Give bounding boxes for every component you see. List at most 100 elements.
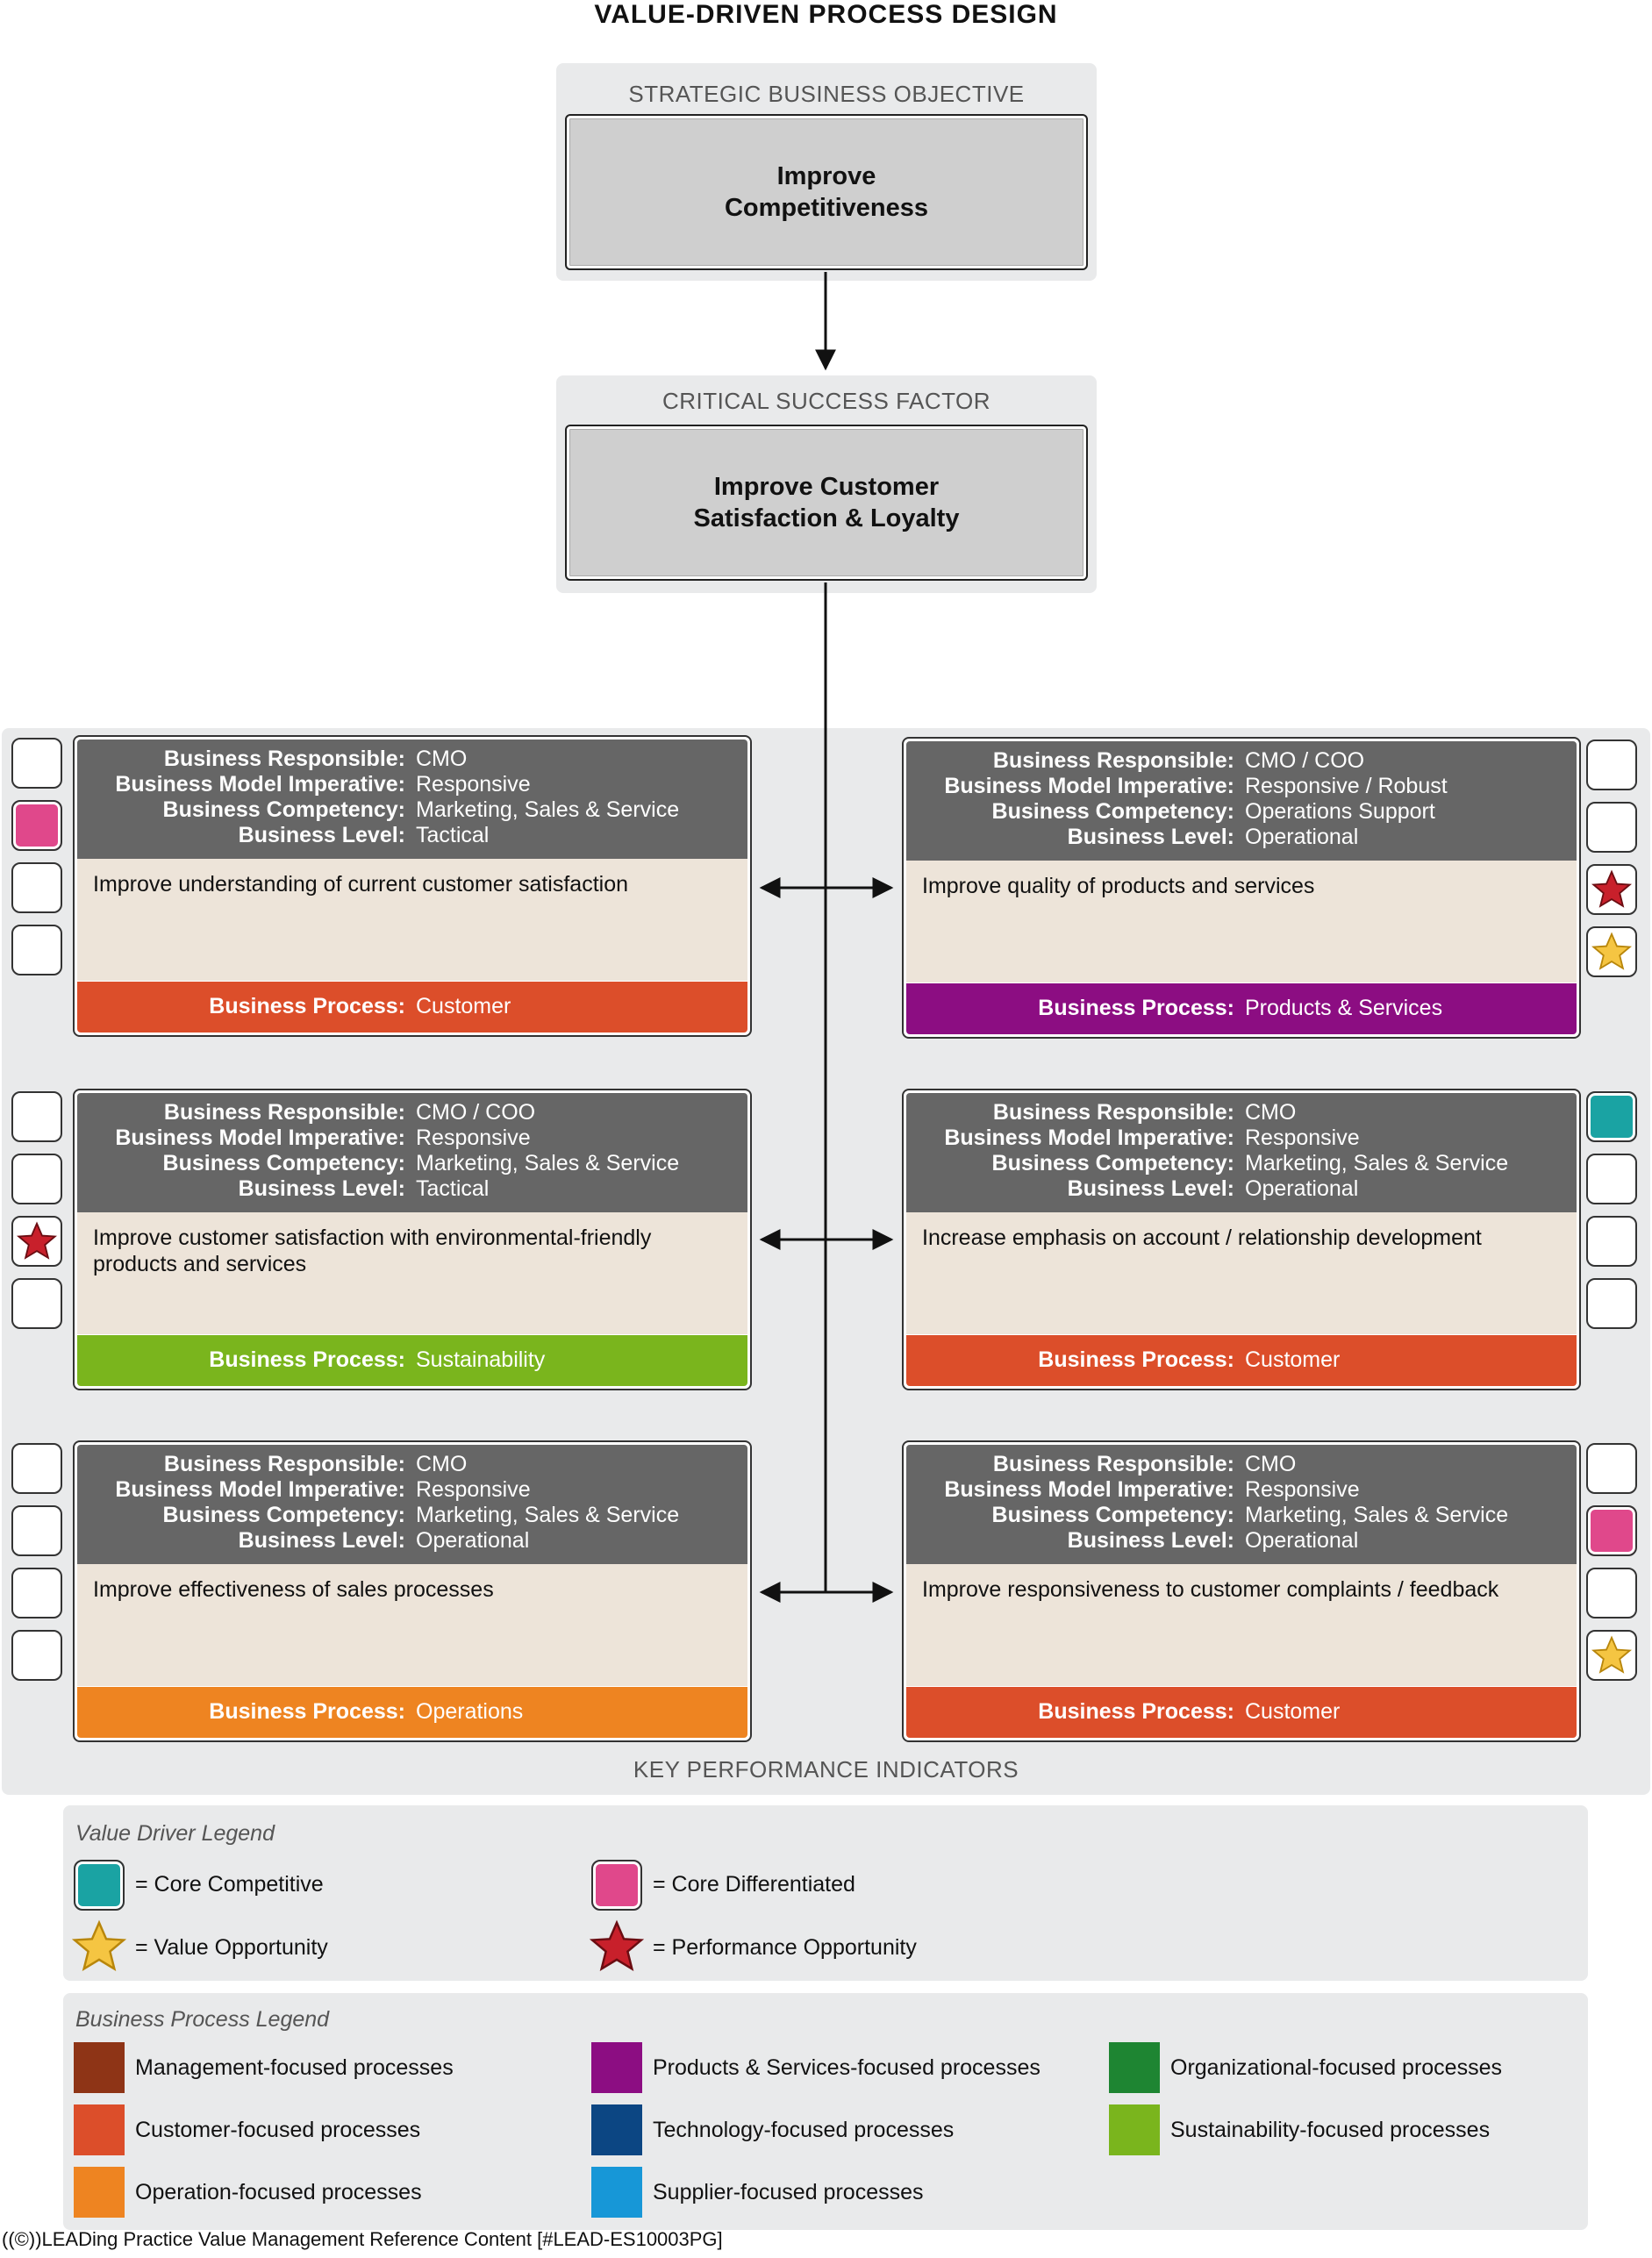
card-field-value: Marketing, Sales & Service bbox=[416, 797, 680, 822]
value-opportunity-icon bbox=[1586, 926, 1637, 977]
card-field-label: Business Model Imperative: bbox=[115, 772, 405, 797]
card-body: Improve responsiveness to customer compl… bbox=[906, 1564, 1577, 1686]
process-legend-swatch bbox=[74, 2167, 125, 2218]
kpi-box bbox=[1586, 802, 1637, 853]
process-legend-label: Sustainability-focused processes bbox=[1170, 2118, 1491, 2142]
card-field-value: Marketing, Sales & Service bbox=[1245, 1503, 1509, 1527]
business-process-value: Customer bbox=[1245, 1699, 1341, 1724]
process-legend-label: Organizational-focused processes bbox=[1170, 2055, 1502, 2080]
card-field-competency: Business Competency: Operations Support bbox=[906, 799, 1435, 825]
card-field-value: Tactical bbox=[416, 823, 490, 847]
process-legend-swatch bbox=[591, 2167, 642, 2218]
card-field-level: Business Level:Tactical bbox=[77, 823, 490, 848]
card-field-label: Business Level: bbox=[1067, 1528, 1234, 1553]
process-legend-swatch bbox=[1109, 2042, 1160, 2093]
card-field-level: Business Level:Operational bbox=[77, 1528, 530, 1554]
card-field-level: Business Level:Tactical bbox=[77, 1176, 490, 1202]
card-field-competency: Business Competency:Marketing, Sales & S… bbox=[77, 797, 680, 823]
process-legend-label: Management-focused processes bbox=[135, 2055, 454, 2080]
performance-opportunity-label: = Performance Opportunity bbox=[653, 1935, 917, 1960]
process-legend-swatch bbox=[591, 2104, 642, 2155]
process-legend-panel: Business Process Legend Management-focus… bbox=[63, 1993, 1588, 2230]
card-body: Improve quality of products and services bbox=[906, 861, 1577, 983]
card-field-competency: Business Competency:Marketing, Sales & S… bbox=[906, 1503, 1509, 1528]
card-field-value: CMO / COO bbox=[1245, 748, 1365, 773]
kpi-box bbox=[11, 1091, 62, 1142]
business-process-bar: Business Process:Products & Services bbox=[906, 983, 1577, 1034]
card-field-value: Marketing, Sales & Service bbox=[416, 1151, 680, 1175]
objective-text: Improve customer satisfaction with envir… bbox=[93, 1225, 652, 1276]
process-legend-swatch bbox=[591, 2042, 642, 2093]
card-field-value: Responsive bbox=[1245, 1477, 1360, 1502]
process-legend-label: Operation-focused processes bbox=[135, 2180, 422, 2204]
card-field-value: Marketing, Sales & Service bbox=[1245, 1151, 1509, 1175]
card-field-value: Responsive bbox=[1245, 1125, 1360, 1150]
process-legend-swatch bbox=[74, 2104, 125, 2155]
kpi-box bbox=[11, 1278, 62, 1329]
card-field-level: Business Level:Operational bbox=[906, 1528, 1359, 1554]
csf-box: Improve Customer Satisfaction & Loyalty bbox=[565, 425, 1088, 581]
business-process-label: Business Process: bbox=[209, 1347, 405, 1372]
objective-text: Increase emphasis on account / relations… bbox=[922, 1225, 1482, 1250]
card-field-value: Operational bbox=[1245, 1176, 1359, 1201]
objective-text: Improve responsiveness to customer compl… bbox=[922, 1577, 1499, 1602]
kpi-box bbox=[11, 1443, 62, 1494]
business-process-bar: Business Process: Customer bbox=[906, 1335, 1577, 1386]
card-field-level: Business Level: Operational bbox=[906, 1176, 1359, 1202]
objective-text: Improve understanding of current custome… bbox=[93, 872, 629, 897]
card-field-imperative: Business Model Imperative:Responsive bbox=[77, 772, 530, 797]
business-process-label: Business Process: bbox=[1038, 1347, 1234, 1372]
kpi-box bbox=[11, 1630, 62, 1681]
card-field-label: Business Competency: bbox=[991, 799, 1234, 824]
card-field-label: Business Competency: bbox=[162, 1151, 405, 1175]
card-field-value: Operations Support bbox=[1245, 799, 1435, 824]
card-field-value: CMO bbox=[1245, 1100, 1297, 1125]
process-legend-label: Supplier-focused processes bbox=[653, 2180, 924, 2204]
card-field-imperative: Business Model Imperative: Responsive bbox=[906, 1477, 1359, 1503]
card-field-responsible: Business Responsible:CMO / COO bbox=[77, 1100, 535, 1125]
card-field-label: Business Level: bbox=[238, 1528, 405, 1553]
card-field-value: Responsive bbox=[416, 1477, 531, 1502]
kpi-box bbox=[1586, 1443, 1637, 1494]
card-body: Improve effectiveness of sales processes bbox=[77, 1564, 747, 1686]
card-field-label: Business Responsible: bbox=[163, 747, 405, 771]
objective-text: Improve effectiveness of sales processes bbox=[93, 1577, 494, 1602]
card-field-competency: Business Competency: Marketing, Sales & S… bbox=[906, 1151, 1509, 1176]
core-differentiated-icon bbox=[1586, 1505, 1637, 1556]
business-process-value: Customer bbox=[1245, 1347, 1341, 1372]
card-field-competency: Business Competency:Marketing, Sales & S… bbox=[77, 1503, 680, 1528]
performance-opportunity-icon bbox=[11, 1216, 62, 1267]
kpi-box bbox=[11, 862, 62, 913]
value-opportunity-icon bbox=[1586, 1630, 1637, 1681]
core-competitive-icon bbox=[74, 1860, 125, 1911]
business-process-bar: Business Process:Customer bbox=[77, 982, 747, 1033]
card-field-label: Business Responsible: bbox=[163, 1452, 405, 1476]
footer-credit: ((©))LEADing Practice Value Management R… bbox=[2, 2228, 723, 2250]
card-field-value: CMO / COO bbox=[416, 1100, 536, 1125]
objective-box: Improve Competitiveness bbox=[565, 114, 1088, 270]
card-field-responsible: Business Responsible:CMO / COO bbox=[906, 748, 1364, 774]
card-field-label: Business Model Imperative: bbox=[944, 1477, 1234, 1502]
card-field-value: CMO bbox=[416, 1452, 468, 1476]
business-process-label: Business Process: bbox=[209, 1699, 405, 1724]
card-field-imperative: Business Model Imperative: Responsive bbox=[906, 1125, 1359, 1151]
core-differentiated-icon bbox=[591, 1860, 642, 1911]
card-field-label: Business Responsible: bbox=[992, 1100, 1234, 1125]
process-legend-title: Business Process Legend bbox=[75, 2007, 330, 2032]
card-field-label: Business Level: bbox=[1067, 1176, 1234, 1201]
card-field-level: Business Level:Operational bbox=[906, 825, 1359, 850]
process-legend-label: Products & Services-focused processes bbox=[653, 2055, 1041, 2080]
business-process-value: Products & Services bbox=[1245, 996, 1443, 1020]
business-process-value: Customer bbox=[416, 994, 511, 1018]
card-field-label: Business Model Imperative: bbox=[944, 1125, 1234, 1150]
kpi-box bbox=[1586, 1568, 1637, 1618]
card-field-label: Business Competency: bbox=[991, 1151, 1234, 1175]
business-process-bar: Business Process:Operations bbox=[77, 1687, 747, 1738]
kpi-label: KEY PERFORMANCE INDICATORS bbox=[633, 1756, 1019, 1783]
core-competitive-icon bbox=[1586, 1091, 1637, 1142]
